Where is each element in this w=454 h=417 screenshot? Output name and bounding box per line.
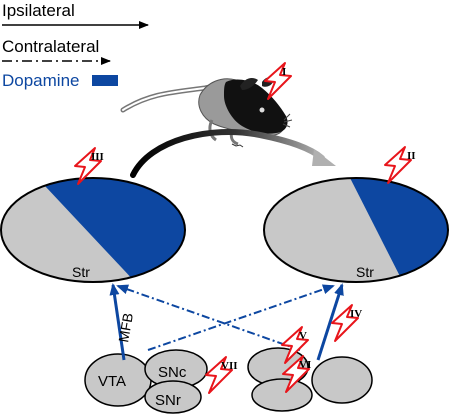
lesion-marker-ii: II (384, 146, 416, 184)
vta-label: VTA (98, 373, 126, 390)
snr-label: SNr (155, 392, 181, 409)
marker-vii-label: VII (221, 360, 238, 372)
lesion-marker-iv: IV (331, 304, 362, 342)
mfb-label: MFB (115, 312, 136, 344)
marker-v-label: V (299, 330, 307, 342)
projection-left-to-right (147, 284, 335, 351)
snr-right-region (251, 378, 313, 412)
projection-left-ipsilateral (109, 283, 126, 361)
lightning-iv-icon (331, 304, 359, 342)
projection-right-to-left (116, 284, 301, 351)
midbrain-left: VTA SNc SNr (84, 349, 208, 414)
legend-dopamine-label: Dopamine (2, 71, 80, 90)
lightning-vi-icon (282, 355, 310, 393)
midbrain-right (247, 347, 373, 412)
lesion-marker-i: I (264, 62, 292, 100)
marker-vi-label: VI (299, 359, 311, 371)
snc-label: SNc (158, 364, 187, 381)
striatum-right: Str (263, 177, 449, 283)
lesion-marker-vii: VII (205, 356, 238, 394)
contralateral-projections (116, 284, 335, 351)
lesion-marker-v: V (281, 326, 309, 364)
rat-illustration (120, 77, 293, 148)
legend-dopamine-swatch (92, 75, 118, 86)
legend-contralateral-label: Contralateral (2, 37, 99, 56)
rotation-arrow (130, 129, 336, 178)
striatum-left-label: Str (72, 264, 90, 280)
snr-region (144, 380, 202, 414)
lightning-ii-icon (384, 146, 412, 184)
legend: Ipsilateral Contralateral Dopamine (2, 1, 149, 90)
striatum-right-label: Str (356, 264, 374, 280)
lightning-i-icon (264, 62, 292, 100)
marker-i-label: I (282, 66, 286, 78)
marker-iv-label: IV (350, 308, 362, 320)
legend-ipsilateral-label: Ipsilateral (2, 1, 75, 20)
lightning-v-icon (281, 326, 309, 364)
vta-right-region (311, 356, 373, 404)
lightning-iii-icon (74, 147, 102, 185)
lightning-vii-icon (205, 356, 233, 394)
marker-ii-label: II (407, 150, 416, 162)
ipsilateral-projections: MFB (109, 283, 344, 361)
marker-iii-label: III (91, 151, 104, 163)
lesion-marker-vi: VI (282, 355, 311, 393)
projection-right-ipsilateral (316, 283, 344, 361)
striatum-left: Str (0, 177, 186, 283)
lesion-marker-iii: III (74, 147, 104, 185)
